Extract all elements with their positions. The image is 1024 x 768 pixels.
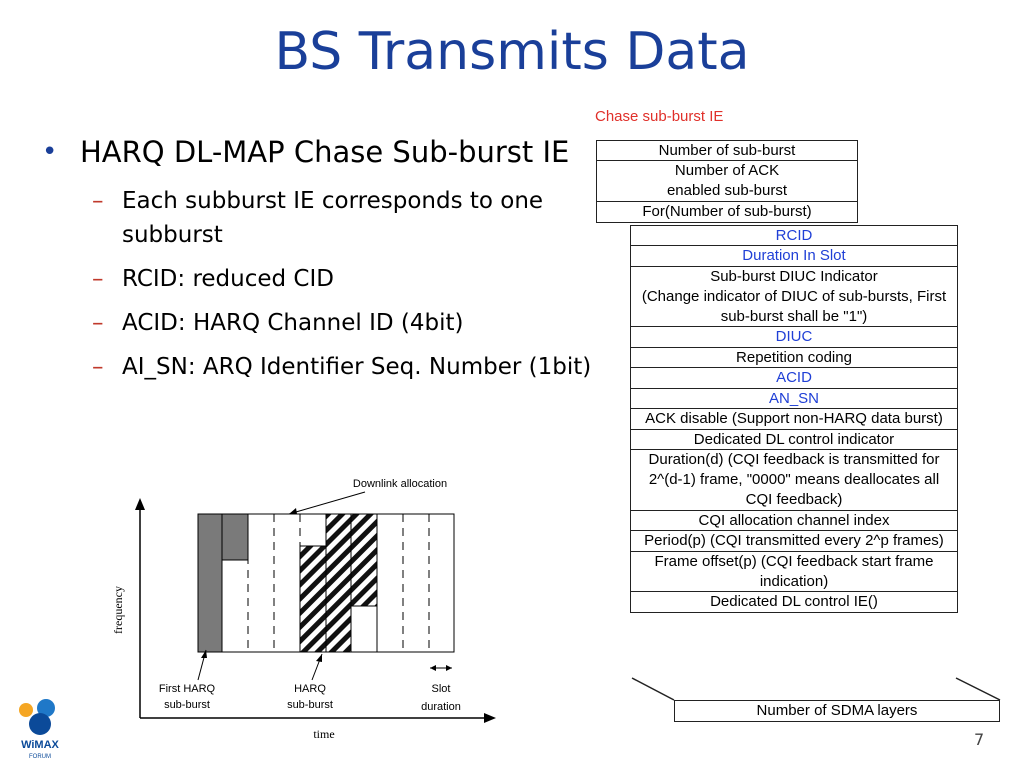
- sub-bullet-text: Each subburst IE corresponds to one subb…: [122, 188, 544, 248]
- logo-text: WiMAX: [21, 739, 59, 751]
- dash-icon: –: [92, 354, 104, 380]
- harq-subburst-label: HARQ: [294, 683, 326, 695]
- empty-slot: [350, 605, 378, 653]
- ie-field-row: ACID: [630, 367, 958, 389]
- logo-subtext: FORUM: [29, 754, 51, 760]
- dash-icon: –: [92, 266, 104, 292]
- first-harq-label: First HARQ: [159, 683, 216, 695]
- first-harq-subburst-part: [221, 513, 249, 561]
- slot-duration-label: duration: [421, 701, 461, 713]
- ie-connector-lines: [631, 677, 1001, 701]
- ie-field-row: CQI allocation channel index: [630, 509, 958, 532]
- bullet-dot-icon: •: [42, 137, 58, 167]
- ie-field-row: For(Number of sub-burst): [596, 200, 858, 223]
- ie-field-row: RCID: [630, 224, 958, 247]
- ie-field-row: Period(p) (CQI transmitted every 2^p fra…: [630, 530, 958, 552]
- bullet-list: • HARQ DL-MAP Chase Sub-burst IE –Each s…: [38, 132, 598, 394]
- ie-field-row: Duration In Slot: [630, 245, 958, 267]
- ie-field-row: Duration(d) (CQI feedback is transmitted…: [630, 449, 958, 511]
- first-harq-label: sub-burst: [164, 699, 210, 711]
- dash-icon: –: [92, 188, 104, 214]
- ie-field-row: Dedicated DL control IE(): [630, 591, 958, 613]
- ie-diagram-title: Chase sub-burst IE: [595, 108, 724, 125]
- sub-bullet: –ACID: HARQ Channel ID (4bit): [38, 306, 592, 340]
- bullet-main: • HARQ DL-MAP Chase Sub-burst IE: [38, 132, 598, 172]
- sub-bullet: –RCID: reduced CID: [38, 262, 592, 296]
- sub-bullet-text: RCID: reduced CID: [122, 266, 334, 292]
- ie-field-row: Number of ACK enabled sub-burst: [596, 160, 858, 202]
- sub-bullet-list: –Each subburst IE corresponds to one sub…: [38, 184, 598, 384]
- sub-bullet: –Each subburst IE corresponds to one sub…: [38, 184, 592, 252]
- harq-subburst: [299, 545, 327, 653]
- page-number: 7: [974, 730, 985, 749]
- ie-field-row: Sub-burst DIUC Indicator (Change indicat…: [630, 265, 958, 328]
- harq-subburst-label: sub-burst: [287, 699, 333, 711]
- y-axis-label: frequency: [111, 586, 125, 634]
- allocation-diagram: Downlink allocation frequency time First…: [111, 478, 496, 740]
- bullet-main-text: HARQ DL-MAP Chase Sub-burst IE: [80, 135, 570, 169]
- ie-footer-row: Number of SDMA layers: [674, 700, 1000, 722]
- downlink-allocation-label: Downlink allocation: [353, 478, 447, 490]
- logo-dot-darkblue: [29, 713, 51, 735]
- ie-field-row: Dedicated DL control indicator: [630, 428, 958, 451]
- sub-bullet-text: ACID: HARQ Channel ID (4bit): [122, 310, 464, 336]
- ie-field-row: Frame offset(p) (CQI feedback start fram…: [630, 550, 958, 593]
- ie-field-row: DIUC: [630, 326, 958, 348]
- ie-field-row: AN_SN: [630, 387, 958, 410]
- sub-bullet: –AI_SN: ARQ Identifier Seq. Number (1bit…: [38, 350, 592, 384]
- harq-subburst: [350, 513, 378, 607]
- ie-field-row: ACK disable (Support non-HARQ data burst…: [630, 408, 958, 430]
- x-axis-label: time: [313, 727, 334, 740]
- first-harq-subburst: [197, 513, 223, 653]
- slide-title: BS Transmits Data: [274, 22, 750, 82]
- sub-bullet-text: AI_SN: ARQ Identifier Seq. Number (1bit): [122, 354, 592, 380]
- dash-icon: –: [92, 310, 104, 336]
- logo-dot-blue: [37, 699, 55, 717]
- ie-field-row: Number of sub-burst: [596, 139, 858, 162]
- downlink-pointer: [288, 491, 366, 515]
- slot-duration-label: Slot: [432, 683, 451, 695]
- wimax-logo: WiMAX FORUM: [19, 699, 60, 760]
- ie-field-row: Repetition coding: [630, 346, 958, 369]
- logo-dot-orange: [19, 703, 33, 717]
